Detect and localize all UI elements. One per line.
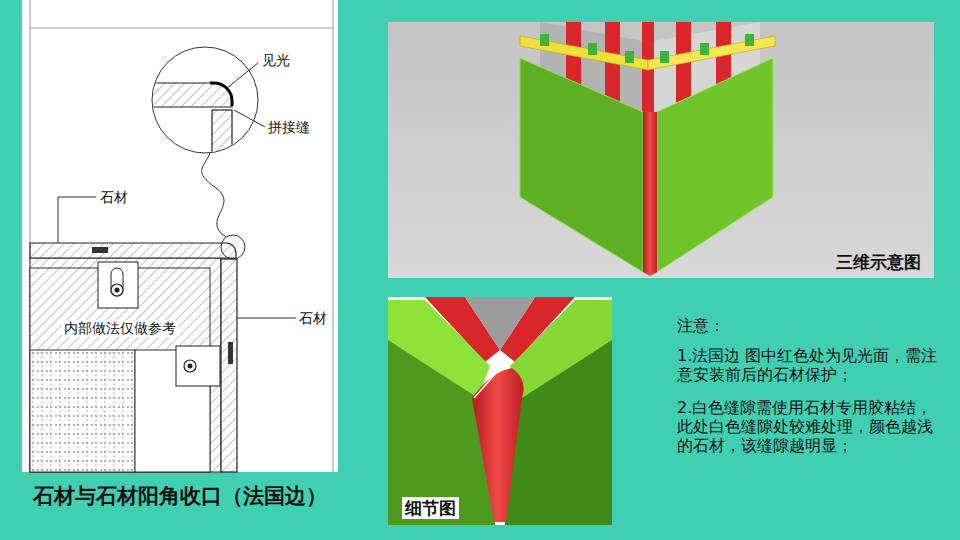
part-label: 拼接缝 [268, 119, 310, 136]
note-heading: 注意： [677, 316, 725, 335]
panel-caption: 细节图 [402, 497, 459, 519]
3d-illustration [388, 22, 934, 278]
note-text: 1.法国边 图中红色处为见光面，需注意安装前后的石材保护； [677, 347, 939, 385]
diagram-title: 石材与石材阳角收口（法国边） [33, 484, 327, 509]
detail-panel: 细节图 [388, 297, 612, 525]
note-label: 内部做法仅做参考 [62, 320, 178, 337]
part-label: 见光 [262, 52, 290, 69]
section-drawing [22, 0, 338, 472]
detail-illustration [388, 297, 612, 525]
part-label: 石材 [100, 189, 128, 206]
panel-caption: 三维示意图 [833, 251, 924, 273]
view-panel: 三维示意图 [388, 22, 934, 278]
note-text: 2.白色缝隙需使用石材专用胶粘结，此处白色缝隙处较难处理，颜色越浅的石材，该缝隙… [677, 399, 939, 456]
part-label: 石材 [299, 310, 327, 327]
